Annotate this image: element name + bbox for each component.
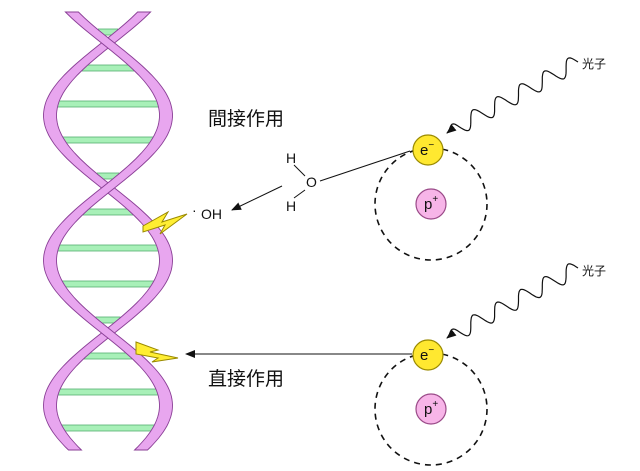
atom-top-orbit [374,147,488,261]
hydroxyl-radical: · OH [192,202,222,222]
water-oxygen: O [306,174,317,190]
photon-bottom-label: 光子 [582,264,606,278]
water-molecule: H O H [286,150,317,214]
atom-bottom-proton-label: p+ [424,399,438,418]
electron-to-water-line [319,150,411,182]
water-hydrogen-1: H [286,150,296,166]
atom-top-proton-label: p+ [424,194,438,213]
base-pair-rung [56,388,160,396]
atom-top-electron [412,134,444,166]
base-pair-rung [55,244,161,252]
base-pair-rung [61,136,155,144]
water-bond-1 [293,164,306,177]
atom-top: p+ e− [374,134,488,261]
radical-oh-text: OH [201,206,222,222]
atom-bottom-orbit [374,352,488,466]
water-bond-2 [293,189,306,199]
lightning-icon-direct [135,341,179,363]
photon-top-wave [446,57,579,134]
base-pair-rung [81,64,135,72]
atom-top-electron-label: e− [420,140,434,159]
lightning-icon-indirect [142,210,188,235]
base-pair-rung [60,424,156,432]
dna-strand-b [43,11,173,451]
base-pair-rung [55,100,161,108]
dna-strands [43,11,173,451]
base-pair-rung [60,280,156,288]
dna-strand-a [43,11,173,451]
photon-top-label: 光子 [582,57,606,71]
base-pair-rung [83,352,133,360]
dna-double-helix [43,11,173,451]
base-pair-rung [82,208,134,216]
atom-bottom: p+ e− [374,339,488,466]
water-hydrogen-2: H [286,198,296,214]
water-to-radical-arrow [231,185,283,211]
direct-action-label: 直接作用 [208,368,284,390]
radical-dot: · [192,202,197,218]
atom-bottom-electron [412,339,444,371]
indirect-action-label: 間接作用 [208,108,284,130]
atom-bottom-electron-label: e− [420,345,434,364]
atom-top-proton [415,188,447,220]
photon-bottom-wave [446,263,579,339]
atom-bottom-proton [415,393,447,425]
